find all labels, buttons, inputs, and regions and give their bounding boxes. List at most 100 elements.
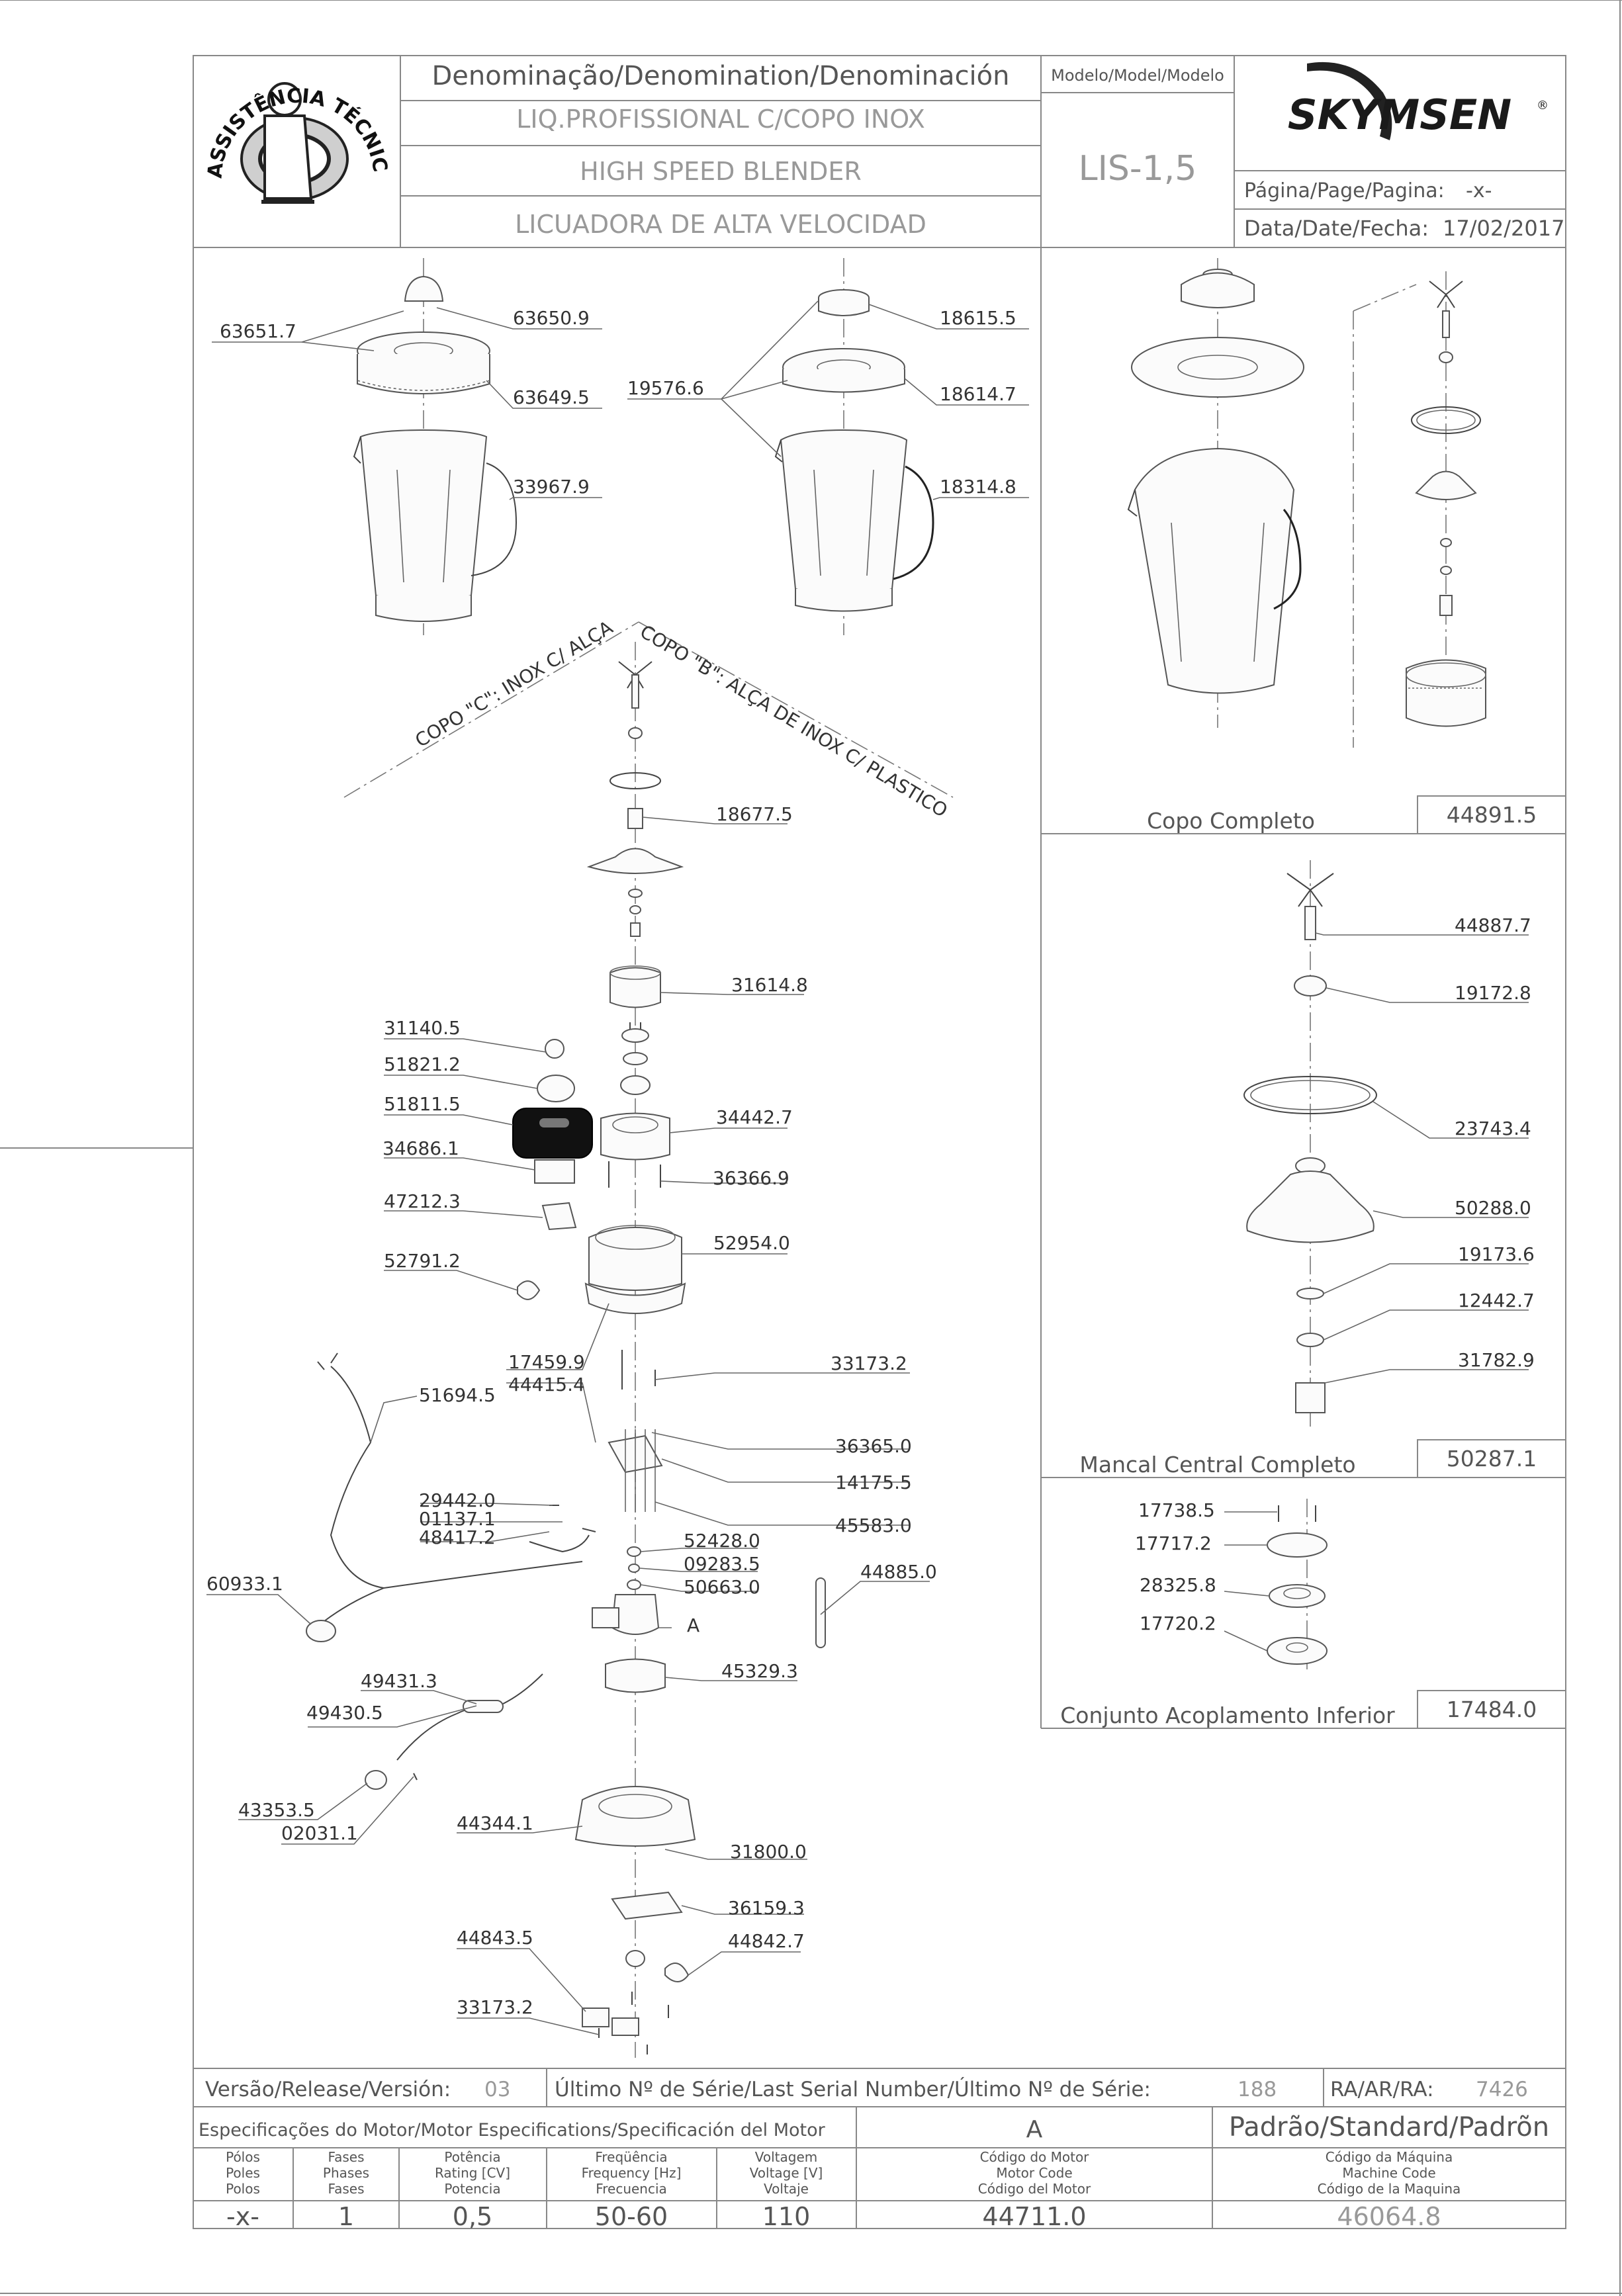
ra-label: RA/AR/RA:: [1330, 2078, 1434, 2101]
label-43353-5: 43353.5: [238, 1799, 315, 1821]
label-31800-0: 31800.0: [730, 1841, 807, 1863]
denomination-label: Denominação/Denomination/Denominación: [431, 61, 1009, 91]
label-44885-0: 44885.0: [860, 1561, 937, 1583]
machine-code-header-es: Código de la Maquina: [1318, 2181, 1461, 2197]
model-value: LIS-1,5: [1079, 149, 1197, 189]
label-19576-6: 19576.6: [627, 377, 704, 399]
copo-c-label: COPO "C": INOX C/ ALÇA: [412, 617, 617, 752]
date-label: Data/Date/Fecha:: [1244, 216, 1429, 241]
mancal-label-f: 12442.7: [1458, 1290, 1535, 1311]
label-34442-7: 34442.7: [716, 1106, 793, 1128]
phases-header-en: Phases: [323, 2165, 369, 2181]
model-label: Modelo/Model/Modelo: [1051, 66, 1224, 85]
label-44415-4: 44415.4: [508, 1374, 585, 1395]
cover-36159-3: [611, 1891, 683, 1920]
spec-col-poles: Pólos Poles Polos -x-: [226, 2149, 260, 2231]
copo-b-label: COPO "B": ALÇA DE INOX C/ PLASTICO: [636, 621, 951, 822]
spec-col-frequency: Freqüência Frequency [Hz] Frecuencia 50-…: [582, 2149, 682, 2231]
voltage-header-pt: Voltagem: [755, 2149, 818, 2165]
poles-header-es: Polos: [226, 2181, 260, 2197]
voltage-header-en: Voltage [V]: [750, 2165, 823, 2181]
frequency-value: 50-60: [595, 2202, 668, 2231]
jar-18314-8: [780, 429, 908, 596]
motor-spec-label: Especificações do Motor/Motor Especifica…: [199, 2120, 826, 2141]
foot-52791-2: [517, 1280, 541, 1300]
label-18615-5: 18615.5: [940, 307, 1016, 329]
serial-value: 188: [1238, 2078, 1277, 2101]
mancal-panel-code: 50287.1: [1447, 1446, 1537, 1472]
strain-relief-60933-1: [306, 1620, 336, 1642]
poles-header-en: Poles: [226, 2165, 260, 2181]
spec-col-motor-code: Código do Motor Motor Code Código del Mo…: [978, 2149, 1091, 2231]
page-value: -x-: [1466, 179, 1492, 202]
label-44344-1: 44344.1: [457, 1812, 533, 1834]
cap-63650-9: [404, 275, 444, 302]
mancal-label-b: 19172.8: [1455, 982, 1531, 1004]
label-48417-2: 48417.2: [419, 1526, 496, 1548]
label-34686-1: 34686.1: [383, 1137, 459, 1159]
spec-col-voltage: Voltagem Voltage [V] Voltaje 110: [750, 2149, 823, 2231]
label-51821-2: 51821.2: [384, 1053, 461, 1075]
machine-code-header-en: Machine Code: [1342, 2165, 1435, 2181]
machine-code-header-pt: Código da Máquina: [1326, 2149, 1453, 2165]
brand-name: SKYMSEN: [1288, 91, 1511, 139]
phases-value: 1: [338, 2202, 354, 2231]
switch-51811-5: [512, 1108, 593, 1159]
motor: [611, 1594, 660, 1635]
motor-code-header-en: Motor Code: [996, 2165, 1072, 2181]
housing-34442-7: [600, 1112, 670, 1161]
bushing-43353-5: [365, 1770, 387, 1790]
plate-47212-3: [541, 1202, 577, 1231]
label-31140-5: 31140.5: [384, 1017, 461, 1039]
label-36365-0: 36365.0: [835, 1435, 912, 1457]
voltage-value: 110: [762, 2202, 811, 2231]
label-63650-9: 63650.9: [513, 307, 590, 329]
label-51694-5: 51694.5: [419, 1384, 496, 1406]
label-01137-1: 01137.1: [419, 1508, 496, 1530]
label-52791-2: 52791.2: [384, 1250, 461, 1272]
motor-letter: A: [687, 1614, 699, 1636]
label-36159-3: 36159.3: [728, 1897, 805, 1919]
acoplamento-panel-title: Conjunto Acoplamento Inferior: [1060, 1702, 1395, 1728]
label-02031-1: 02031.1: [281, 1822, 358, 1844]
jar-33967-9: [359, 429, 488, 603]
motor-code-header-es: Código del Motor: [978, 2181, 1091, 2197]
blender-assembly-drawing: [306, 258, 954, 2058]
motor-code-value: 44711.0: [982, 2202, 1086, 2231]
brand-logo: SKYMSEN ®: [1288, 62, 1549, 140]
mancal-label-e: 19173.6: [1458, 1243, 1535, 1265]
authorized-service-seal: ASSISTÊNCIA TÉCNICA AUTORIZADA: [0, 0, 392, 204]
label-44842-7: 44842.7: [728, 1930, 805, 1952]
spec-col-machine-code: Código da Máquina Machine Code Código de…: [1318, 2149, 1461, 2231]
mancal-label-g: 31782.9: [1458, 1349, 1535, 1371]
brand-registered-mark: ®: [1537, 99, 1549, 112]
label-47212-3: 47212.3: [384, 1190, 461, 1212]
knob-51821-2: [537, 1075, 575, 1102]
label-18314-8: 18314.8: [940, 476, 1016, 498]
poles-header-pt: Pólos: [226, 2149, 260, 2165]
label-50663-0: 50663.0: [684, 1576, 760, 1598]
frequency-header-pt: Freqüência: [595, 2149, 667, 2165]
label-34686-1: [534, 1159, 575, 1184]
footer-table: Versão/Release/Versión: 03 Último Nº de …: [199, 2077, 1549, 2231]
machine-code-value: 46064.8: [1337, 2202, 1441, 2231]
phases-header-es: Fases: [328, 2181, 364, 2197]
label-33173-2-bottom: 33173.2: [457, 1996, 533, 2018]
foot-44842-7: [664, 1963, 690, 1982]
leader-lines: [206, 300, 1029, 2035]
mancal-label-c: 23743.4: [1455, 1118, 1531, 1139]
label-45583-0: 45583.0: [835, 1515, 912, 1536]
ra-value: 7426: [1476, 2078, 1528, 2101]
product-name-es: LICUADORA DE ALTA VELOCIDAD: [515, 210, 926, 239]
spec-col-rating: Potência Rating [CV] Potencia 0,5: [435, 2149, 510, 2231]
label-17459-9: 17459.9: [508, 1351, 585, 1373]
date-value: 17/02/2017: [1443, 216, 1564, 241]
spec-col-phases: Fases Phases Fases 1: [323, 2149, 369, 2231]
version-label: Versão/Release/Versión:: [205, 2078, 451, 2101]
panel-acoplamento-inferior: 17738.5 17717.2 28325.8 17720.2 Conjunto…: [1060, 1499, 1537, 1728]
acoplamento-label-a: 17738.5: [1138, 1499, 1215, 1521]
poles-value: -x-: [226, 2202, 259, 2231]
version-value: 03: [484, 2078, 510, 2101]
label-33173-2: 33173.2: [831, 1352, 907, 1374]
label-29442-0: 29442.0: [419, 1489, 496, 1511]
